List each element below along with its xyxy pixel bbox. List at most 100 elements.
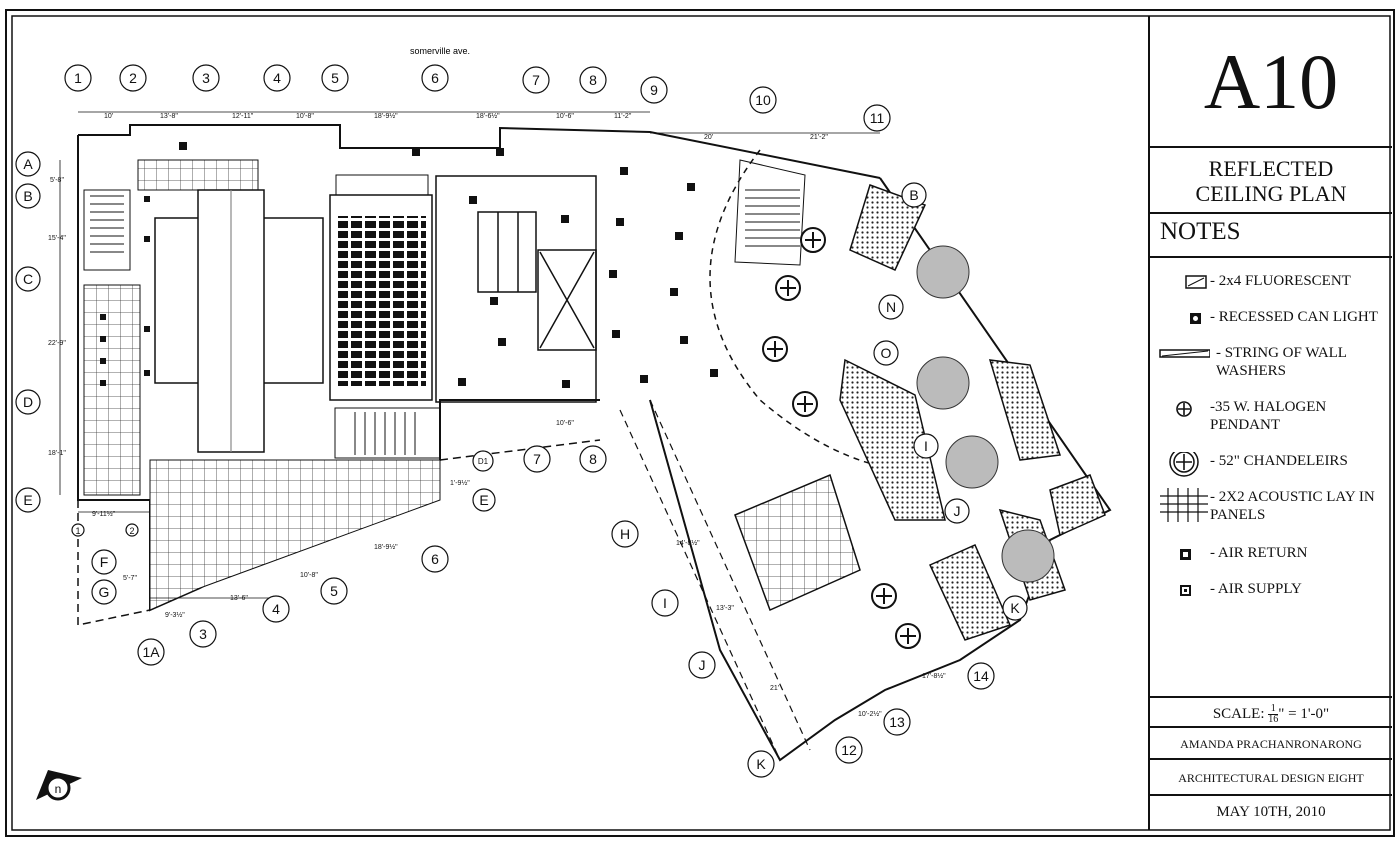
air-return-icon [1180, 549, 1191, 560]
grid-bubble-diag-K: K [747, 750, 775, 778]
air-supply-icon [1180, 585, 1191, 596]
grid-bubble-bottom-14: 14 [967, 662, 995, 690]
grid-bubble-top-11: 11 [863, 104, 891, 132]
dimension-text: 10' 13'-8" 12'-11" 10'-8" 18'-9½" 18'-6½… [48, 112, 946, 718]
svg-text:J: J [699, 657, 706, 673]
svg-text:2: 2 [129, 526, 134, 536]
grid-bubble-right-O: O [873, 340, 899, 366]
svg-text:K: K [756, 756, 766, 772]
sheet-number: A10 [1150, 16, 1392, 148]
title-block: A10 REFLECTED CEILING PLAN NOTES - 2x4 F… [1148, 16, 1392, 830]
svg-text:A: A [23, 156, 33, 172]
sheet-title-line2: CEILING PLAN [1195, 181, 1347, 206]
grid-bubble-bottom-6: 6 [421, 545, 449, 573]
acoustic-panels-south [149, 459, 441, 611]
grid-bubble-right-I: I [913, 433, 939, 459]
svg-text:K: K [1010, 600, 1020, 616]
legend-label: - 2X2 ACOUSTIC LAY IN PANELS [1210, 489, 1375, 523]
svg-text:12: 12 [841, 742, 857, 758]
street-label: somerville ave. [410, 46, 470, 56]
scale-suffix: " = 1'-0" [1278, 706, 1330, 722]
svg-text:G: G [99, 584, 110, 600]
booth [335, 174, 429, 196]
grid-bubble-D1: D1 [472, 450, 494, 472]
wall-washer-string-icon [1159, 349, 1210, 358]
svg-text:I: I [924, 438, 928, 454]
grid-bubble-bottom-13: 13 [883, 708, 911, 736]
dim-left-1: 5'-8" [50, 177, 64, 184]
grid-bubble-left-G: G [91, 579, 117, 605]
sheet-title-line1: REFLECTED [1208, 156, 1334, 181]
grid-bubble-top-8: 8 [579, 66, 607, 94]
seat-rows [338, 216, 426, 386]
dashed-overhang [77, 439, 601, 626]
dim-top-4: 10'-8" [296, 113, 314, 120]
grid-bubble-left-D: D [15, 389, 41, 415]
scale-denominator: 16 [1268, 714, 1279, 726]
dim-top-3: 12'-11" [232, 113, 254, 120]
svg-text:11: 11 [870, 110, 885, 126]
stair-south [334, 407, 441, 459]
svg-text:F: F [100, 554, 109, 570]
recessed-can-light-icon [1190, 313, 1201, 324]
svg-text:4: 4 [272, 601, 280, 617]
sheet-title: REFLECTED CEILING PLAN [1150, 148, 1392, 214]
grid-bubble-bottom-5: 5 [320, 577, 348, 605]
svg-text:D: D [23, 394, 33, 410]
svg-text:9: 9 [650, 82, 658, 98]
fluorescent-2x4-icon [1185, 275, 1207, 289]
legend-label: - AIR RETURN [1210, 545, 1308, 561]
chandeliers [916, 245, 1055, 583]
svg-text:C: C [23, 271, 33, 287]
grid-bubble-right-K: K [1002, 595, 1028, 621]
stair-north-east [734, 159, 806, 266]
grid-bubble-left-C: C [15, 266, 41, 292]
grid-bubble-top-4: 4 [263, 64, 291, 92]
svg-text:B: B [909, 187, 918, 203]
grid-bubble-top-2: 2 [119, 64, 147, 92]
grid-bubble-top-9: 9 [640, 76, 668, 104]
scale-numerator: 1 [1268, 704, 1279, 716]
grid-bubble-left-A: A [15, 151, 41, 177]
dim-bottom-1: 9'-11½" [92, 510, 116, 518]
svg-text:3: 3 [199, 626, 207, 642]
grid-bubble-left-F: F [91, 549, 117, 575]
grid-bubble-bottom-7: 7 [523, 445, 551, 473]
legend-label: - RECESSED CAN LIGHT [1210, 309, 1378, 325]
svg-text:I: I [663, 595, 667, 611]
dim-bottom-3: 13'-6" [230, 595, 248, 602]
dim-bottom-7: 5'-7" [123, 575, 137, 582]
svg-text:14: 14 [973, 668, 989, 684]
svg-text:7: 7 [532, 72, 540, 88]
svg-text:n: n [55, 782, 62, 796]
grid-bubble-top-3: 3 [192, 64, 220, 92]
grid-bubble-right-B: B [901, 182, 927, 208]
svg-text:7: 7 [533, 451, 541, 467]
dim-diag-5: 17'-8½" [922, 672, 946, 680]
grid-bubble-top-10: 10 [749, 86, 777, 114]
author-name: AMANDA PRACHANRONARONG [1150, 728, 1392, 760]
notes-heading: NOTES [1160, 218, 1241, 245]
svg-text:1A: 1A [142, 644, 160, 660]
grid-bubble-top-7: 7 [522, 66, 550, 94]
dim-top-9: 20' [704, 134, 713, 141]
dim-diag-4: 10'-2½" [858, 710, 882, 718]
dim-bottom-2: 9'-3½" [165, 611, 185, 619]
dashed-diagonals [619, 399, 811, 761]
svg-text:O: O [881, 345, 892, 361]
restroom-core [435, 175, 597, 403]
dim-bottom-6: 10'-6" [556, 420, 574, 427]
grid-bubble-right-J: J [944, 498, 970, 524]
notes-divider [1150, 256, 1392, 258]
grid-bubble-bottom-12: 12 [835, 736, 863, 764]
legend-label: -35 W. HALOGEN PENDANT [1210, 399, 1327, 433]
dashed-curve [709, 149, 901, 471]
halogen-pendant-icon [1176, 401, 1192, 417]
grid-bubble-diag-J: J [688, 651, 716, 679]
acoustic-panels-north [137, 159, 259, 191]
grid-bubbles: 1 2 3 4 5 6 7 8 9 10 11 A B C D E F G 1 … [15, 64, 1028, 778]
grid-bubble-bottom-1A: 1A [137, 638, 165, 666]
dim-top-10: 21'-2" [810, 134, 828, 141]
